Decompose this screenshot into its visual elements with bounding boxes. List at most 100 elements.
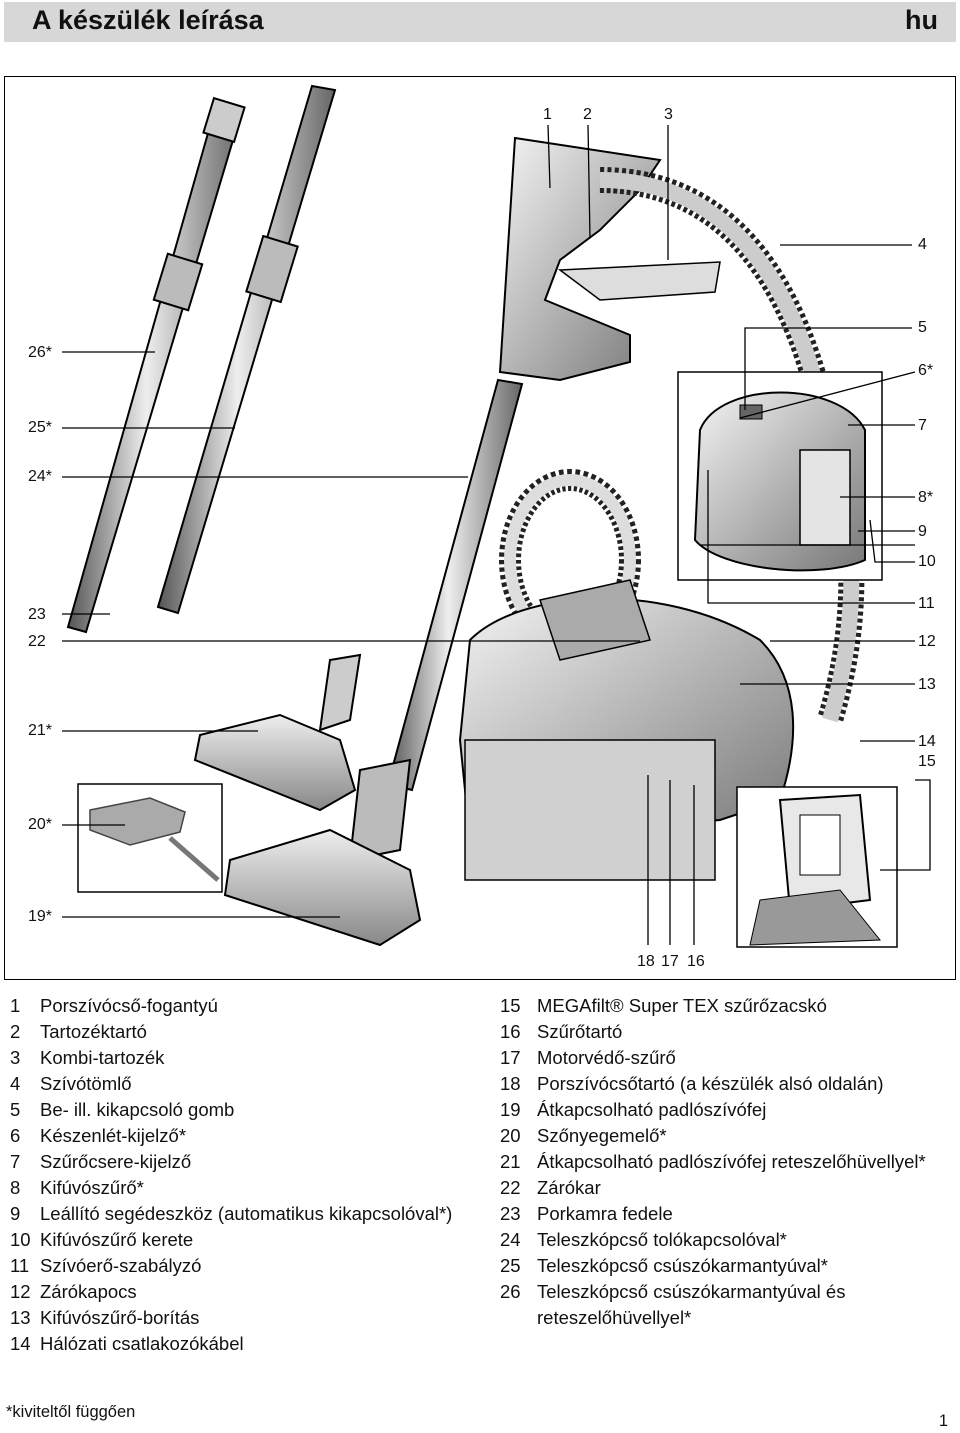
legend-item-text: Szűrőtartó xyxy=(537,1021,623,1042)
callout-2: 2 xyxy=(583,106,592,123)
legend-item-number: 5 xyxy=(10,1099,21,1120)
legend-item-number: 1 xyxy=(10,995,21,1016)
legend-item-text: Szívótömlő xyxy=(40,1073,132,1094)
callout-14: 14 xyxy=(918,733,936,750)
legend-item-text: Motorvédő-szűrő xyxy=(537,1047,676,1068)
legend-item-text: Porszívócső-fogantyú xyxy=(40,995,218,1016)
legend-item-number: 3 xyxy=(10,1047,21,1068)
callout-22: 22 xyxy=(28,633,46,650)
legend-item-number: 15 xyxy=(500,995,521,1016)
dust-compartment xyxy=(464,739,716,881)
legend-item: 2 Tartozéktartó xyxy=(10,1019,480,1045)
illustration-frame xyxy=(4,76,956,980)
callout-26: 26* xyxy=(28,344,53,361)
legend-item-text: Szívóerő-szabályzó xyxy=(40,1255,202,1276)
callout-leader-lines xyxy=(62,124,931,945)
callout-9: 9 xyxy=(918,523,927,540)
legend-item-number: 8 xyxy=(10,1177,21,1198)
legend-item-text: Porszívócsőtartó (a készülék alsó oldalá… xyxy=(537,1073,884,1094)
telescopic-tube-right xyxy=(156,84,337,615)
legend-item-number: 16 xyxy=(500,1021,521,1042)
page-title: A készülék leírása xyxy=(32,5,264,35)
legend-item: 10 Kifúvószűrő kerete xyxy=(10,1227,480,1253)
callout-4: 4 xyxy=(918,236,927,253)
legend-item-text: Zárókapocs xyxy=(40,1281,137,1302)
legend-item: 13 Kifúvószűrő-borítás xyxy=(10,1305,480,1331)
callout-16: 16 xyxy=(687,953,705,970)
callout-10: 10 xyxy=(918,553,936,570)
telescopic-tube-left xyxy=(66,96,246,634)
legend-item-text: Kifúvószűrő* xyxy=(40,1177,144,1198)
legend-item-text: Készenlét-kijelző* xyxy=(40,1125,187,1146)
legend-item: 20 Szőnyegemelő* xyxy=(500,1123,950,1149)
legend-item-number: 25 xyxy=(500,1255,521,1276)
legend-item: 26 Teleszkópcső csúszókarmantyúval és ret… xyxy=(500,1279,950,1331)
callout-18: 18 xyxy=(637,953,655,970)
callout-20: 20* xyxy=(28,816,53,833)
callout-21: 21* xyxy=(28,722,53,739)
legend-item-text: Teleszkópcső tolókapcsolóval* xyxy=(537,1229,787,1250)
legend-item-text: Kifúvószűrő kerete xyxy=(40,1229,194,1250)
legend-item-number: 19 xyxy=(500,1099,521,1120)
legend-item-number: 7 xyxy=(10,1151,21,1172)
legend-left-column: 1 Porszívócső-fogantyú 2 Tartozéktartó 3 Komb… xyxy=(10,993,480,1357)
legend-item-text: Kifúvószűrő-borítás xyxy=(40,1307,200,1328)
legend-item-number: 23 xyxy=(500,1203,521,1224)
legend-item-text: Tartozéktartó xyxy=(40,1021,147,1042)
callout-5: 5 xyxy=(918,319,927,336)
legend-item-number: 18 xyxy=(500,1073,521,1094)
callout-3: 3 xyxy=(664,106,673,123)
legend-item-text: Átkapcsolható padlószívófej reteszelőhüv… xyxy=(537,1151,926,1172)
callout-24: 24* xyxy=(28,468,53,485)
legend-item: 7 Szűrőcsere-kijelző xyxy=(10,1149,480,1175)
legend-item: 3 Kombi-tartozék xyxy=(10,1045,480,1071)
page-number: 1 xyxy=(938,1412,948,1430)
legend-item: 16 Szűrőtartó xyxy=(500,1019,950,1045)
callout-13: 13 xyxy=(918,676,936,693)
callout-23: 23 xyxy=(28,606,46,623)
callout-7: 7 xyxy=(918,417,927,434)
language-code: hu xyxy=(905,5,938,35)
main-suction-tube xyxy=(386,378,524,792)
callout-15: 15 xyxy=(918,753,936,770)
legend-item-number: 9 xyxy=(10,1203,21,1224)
legend-item: 8 Kifúvószűrő* xyxy=(10,1175,480,1201)
legend-item-number: 13 xyxy=(10,1307,31,1328)
callout-8: 8* xyxy=(918,489,934,506)
legend-item-text: Szűrőcsere-kijelző xyxy=(40,1151,192,1172)
legend-item-number: 10 xyxy=(10,1229,31,1250)
legend-item-text: Leállító segédeszköz (automatikus kikapc… xyxy=(40,1203,453,1224)
page-header: A készülék leírása hu xyxy=(4,2,956,42)
legend-item-number: 2 xyxy=(10,1021,21,1042)
legend-item: 21 Átkapcsolható padlószívófej reteszelőh… xyxy=(500,1149,950,1175)
legend-item-text: Teleszkópcső csúszókarmantyúval és retes… xyxy=(537,1281,846,1328)
legend-item-number: 26 xyxy=(500,1281,521,1302)
legend-item-text: MEGAfilt® Super TEX szűrőzacskó xyxy=(537,995,827,1016)
legend-item: 9 Leállító segédeszköz (automatikus kikap… xyxy=(10,1201,480,1227)
callout-19: 19* xyxy=(28,908,53,925)
legend-item-number: 20 xyxy=(500,1125,521,1146)
legend-item: 6 Készenlét-kijelző* xyxy=(10,1123,480,1149)
legend-item-number: 6 xyxy=(10,1125,21,1146)
accessory-holder xyxy=(498,136,662,382)
legend-item-text: Szőnyegemelő* xyxy=(537,1125,667,1146)
legend-right-column: 15 MEGAfilt® Super TEX szűrőzacskó 16 Szűrő… xyxy=(500,993,950,1331)
legend-item-number: 22 xyxy=(500,1177,521,1198)
legend-item: 18 Porszívócsőtartó (a készülék alsó olda… xyxy=(500,1071,950,1097)
legend-item-number: 21 xyxy=(500,1151,521,1172)
callout-12: 12 xyxy=(918,633,936,650)
callout-6: 6* xyxy=(918,362,934,379)
legend-item-text: Kombi-tartozék xyxy=(40,1047,165,1068)
callout-17: 17 xyxy=(661,953,679,970)
